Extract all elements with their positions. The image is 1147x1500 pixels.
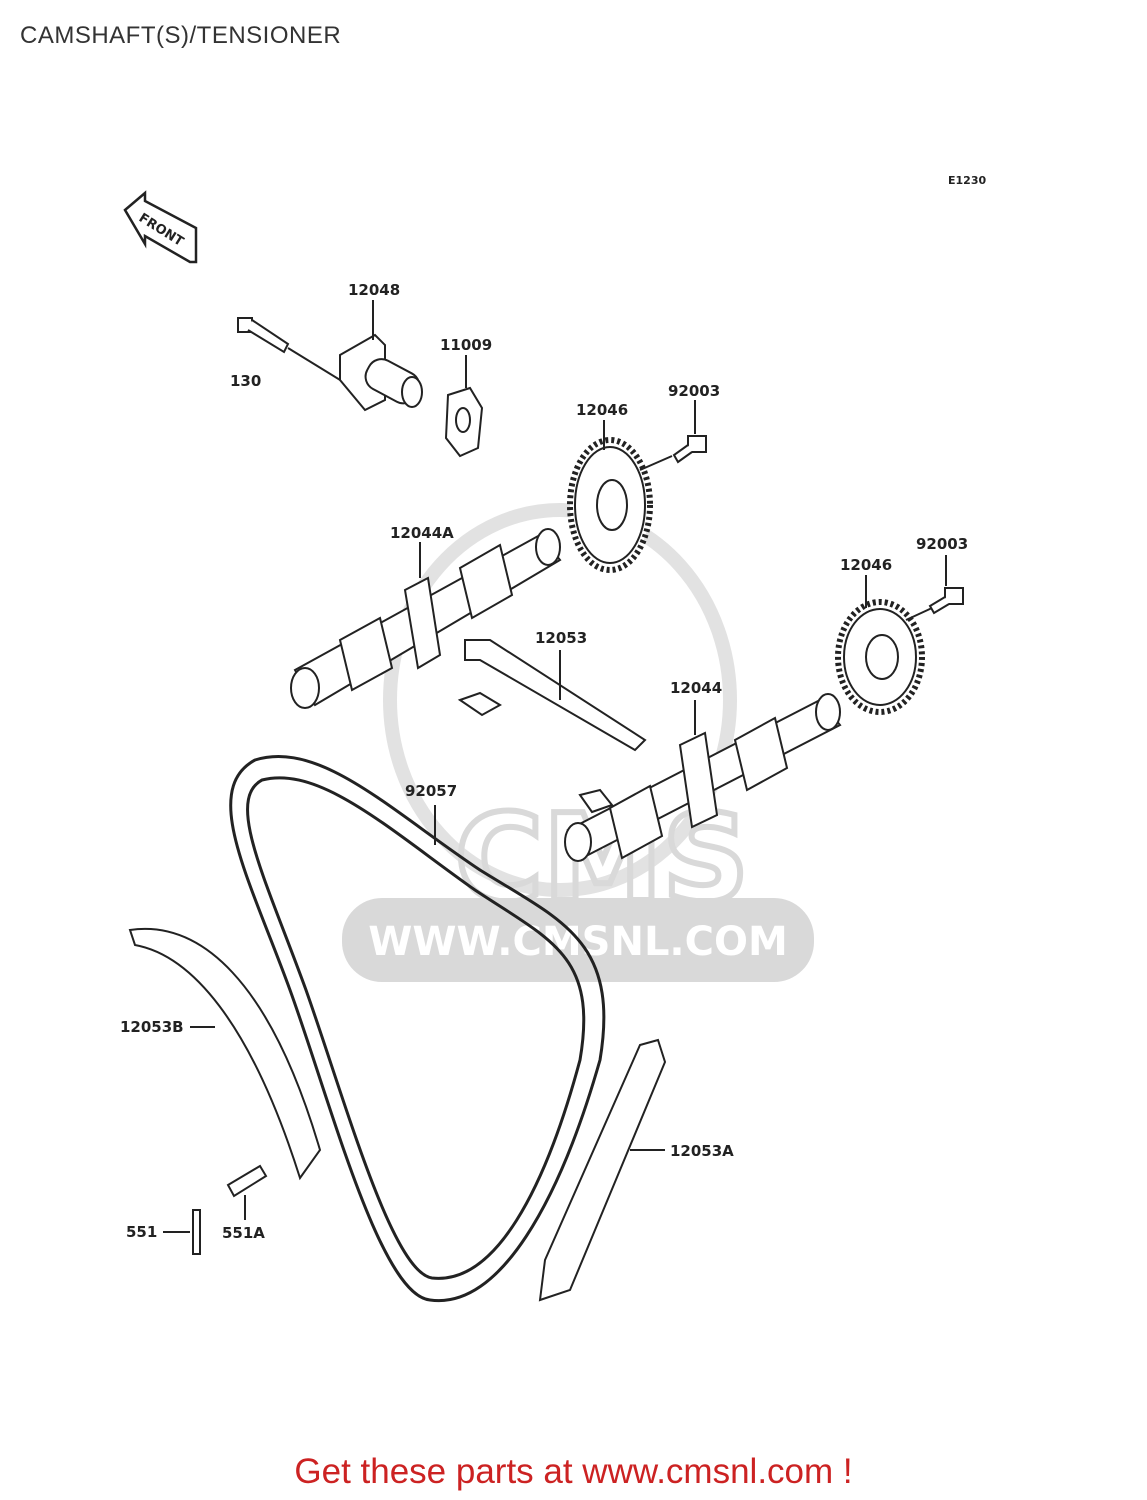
chain-guide-12053A	[538, 1038, 667, 1302]
camshaft-12044	[564, 693, 842, 862]
front-arrow-icon: FRONT	[123, 190, 198, 264]
tensioner-12048	[339, 300, 423, 412]
part-label-12046-upper: 12046	[576, 401, 628, 419]
sprocket-12046-upper	[567, 420, 673, 573]
bolt-92003-upper	[672, 400, 707, 464]
chain-guide-12053B	[128, 928, 322, 1181]
pin-551	[163, 1209, 201, 1255]
diagram-code: E1230	[948, 174, 986, 187]
part-label-130: 130	[230, 372, 261, 390]
part-label-12044: 12044	[670, 679, 722, 697]
bolt-130	[237, 317, 346, 384]
timing-chain-92057	[229, 755, 606, 1303]
part-label-12048: 12048	[348, 281, 400, 299]
gasket-11009	[444, 355, 484, 458]
page-title: CAMSHAFT(S)/TENSIONER	[20, 22, 342, 49]
part-label-12053B: 12053B	[120, 1018, 184, 1036]
watermark-url: WWW.CMSNL.COM	[368, 919, 788, 965]
sprocket-12046-lower	[835, 575, 933, 715]
part-label-12053A: 12053A	[670, 1142, 734, 1160]
bolt-92003-lower	[928, 555, 964, 615]
part-label-551A: 551A	[222, 1224, 265, 1242]
camshaft-12044A	[290, 528, 562, 709]
chain-guide-12053	[457, 639, 647, 814]
part-label-92003-upper: 92003	[668, 382, 720, 400]
part-label-12053: 12053	[535, 629, 587, 647]
pin-551A	[226, 1164, 268, 1220]
part-label-551: 551	[126, 1223, 157, 1241]
order-parts-link[interactable]: Get these parts at www.cmsnl.com !	[294, 1452, 853, 1491]
part-label-92003-lower: 92003	[916, 535, 968, 553]
part-label-12044A: 12044A	[390, 524, 454, 542]
part-label-11009: 11009	[440, 336, 492, 354]
part-label-12046-lower: 12046	[840, 556, 892, 574]
part-label-92057: 92057	[405, 782, 457, 800]
